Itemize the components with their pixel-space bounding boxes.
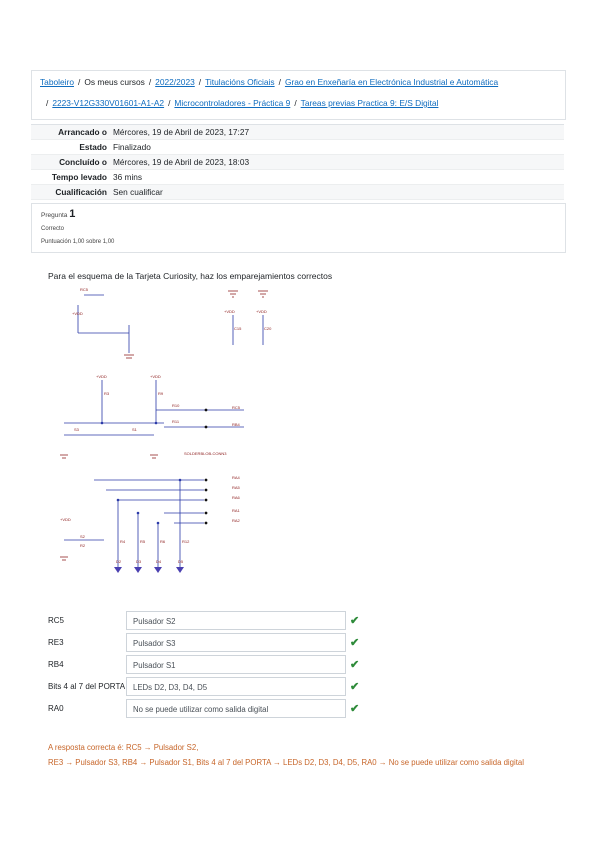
svg-text:RC5: RC5 [80, 287, 89, 292]
svg-text:RA6: RA6 [232, 495, 241, 500]
summary-row: Tempo levado 36 mins [31, 170, 564, 185]
match-select[interactable]: No se puede utilizar como salida digital [126, 699, 346, 718]
svg-text:R9: R9 [158, 391, 164, 396]
match-row: RE3 Pulsador S3 ✔ [44, 632, 364, 654]
svg-text:+VDD: +VDD [60, 517, 71, 522]
question-state: Correcto [41, 226, 65, 232]
correct-answer-feedback: A resposta correcta é: RC5 → Pulsador S2… [48, 740, 568, 770]
match-select[interactable]: Pulsador S2 [126, 611, 346, 630]
svg-text:R6: R6 [160, 539, 166, 544]
summary-value: 36 mins [113, 172, 143, 182]
svg-text:R5: R5 [140, 539, 146, 544]
breadcrumb-item[interactable]: Titulacións Oficiais [205, 77, 275, 87]
svg-text:D5: D5 [178, 559, 184, 564]
check-icon: ✔ [350, 659, 360, 671]
svg-text:+VDD: +VDD [256, 309, 267, 314]
svg-text:C15: C15 [234, 326, 242, 331]
breadcrumb-item[interactable]: Grao en Enxeñaría en Electrónica Industr… [284, 77, 499, 87]
svg-text:D2: D2 [116, 559, 122, 564]
match-label: RA0 [48, 704, 64, 713]
check-icon: ✔ [350, 637, 360, 649]
question-text: Para el esquema de la Tarjeta Curiosity,… [48, 271, 333, 281]
question-number: Pregunta 1 [41, 208, 76, 220]
summary-row: Cualificación Sen cualificar [31, 185, 564, 200]
attempt-summary-table: Arrancado o Mércores, 19 de Abril de 2023… [31, 124, 564, 200]
summary-key: Estado [79, 142, 107, 152]
match-row: RB4 Pulsador S1 ✔ [44, 654, 364, 676]
breadcrumb-item: Os meus cursos [84, 77, 145, 87]
svg-text:RC5: RC5 [232, 405, 241, 410]
summary-key: Tempo levado [51, 172, 107, 182]
svg-text:R2: R2 [80, 543, 86, 548]
curiosity-schematic: RC5 +VDD +VDD +VDD C15 C20 +VDD +VDD R3 … [60, 287, 272, 573]
svg-text:+VDD: +VDD [72, 311, 83, 316]
svg-text:C20: C20 [264, 326, 272, 331]
match-label: Bits 4 al 7 del PORTA [48, 682, 126, 691]
svg-text:+VDD: +VDD [150, 374, 161, 379]
question-grade: Puntuación 1,00 sobre 1,00 [41, 239, 115, 245]
breadcrumb: Taboleiro/Os meus cursos/2022/2023/Titul… [31, 70, 566, 120]
summary-key: Concluído o [59, 157, 107, 167]
summary-key: Cualificación [55, 187, 107, 197]
breadcrumb-item[interactable]: Microcontroladores - Práctica 9 [174, 98, 291, 108]
summary-key: Arrancado o [58, 127, 107, 137]
summary-value: Mércores, 19 de Abril de 2023, 18:03 [113, 157, 250, 167]
svg-text:R10: R10 [172, 403, 180, 408]
svg-text:RA2: RA2 [232, 518, 241, 523]
svg-text:+VDD: +VDD [224, 309, 235, 314]
check-icon: ✔ [350, 615, 360, 627]
svg-text:R4: R4 [120, 539, 126, 544]
breadcrumb-separator: / [148, 77, 152, 87]
breadcrumb-item[interactable]: Tareas previas Practica 9: E/S Digital [300, 98, 439, 108]
match-label: RC5 [48, 616, 65, 625]
breadcrumb-line-2: /2223-V12G330V01601-A1-A2/Microcontrolad… [46, 98, 438, 108]
svg-text:R3: R3 [104, 391, 110, 396]
summary-value: Mércores, 19 de Abril de 2023, 17:27 [113, 127, 250, 137]
feedback-line-1: A resposta correcta é: RC5 → Pulsador S2… [48, 743, 199, 752]
match-label: RE3 [48, 638, 64, 647]
svg-text:R11: R11 [172, 419, 180, 424]
svg-text:D4: D4 [156, 559, 162, 564]
breadcrumb-separator: / [198, 77, 202, 87]
feedback-line-2: RE3 → Pulsador S3, RB4 → Pulsador S1, Bi… [48, 758, 524, 767]
breadcrumb-item[interactable]: 2022/2023 [155, 77, 195, 87]
matching-answers: RC5 Pulsador S2 ✔ RE3 Pulsador S3 ✔ RB4 Pulsado… [44, 610, 364, 720]
match-select[interactable]: LEDs D2, D3, D4, D5 [126, 677, 346, 696]
svg-text:D3: D3 [136, 559, 142, 564]
match-label: RB4 [48, 660, 64, 669]
breadcrumb-item[interactable]: 2223-V12G330V01601-A1-A2 [52, 98, 165, 108]
svg-text:RA1: RA1 [232, 508, 241, 513]
summary-value: Sen cualificar [113, 187, 163, 197]
check-icon: ✔ [350, 681, 360, 693]
svg-text:SOLDERBLOB-CONN3: SOLDERBLOB-CONN3 [184, 451, 227, 456]
svg-text:RB4: RB4 [232, 422, 241, 427]
svg-text:RA5: RA5 [232, 485, 241, 490]
breadcrumb-line-1: Taboleiro/Os meus cursos/2022/2023/Titul… [40, 77, 498, 87]
svg-text:RA4: RA4 [232, 475, 241, 480]
summary-row: Arrancado o Mércores, 19 de Abril de 2023… [31, 125, 564, 140]
breadcrumb-separator: / [294, 98, 297, 108]
match-select[interactable]: Pulsador S3 [126, 633, 346, 652]
breadcrumb-item[interactable]: Taboleiro [40, 77, 74, 87]
svg-text:R12: R12 [182, 539, 190, 544]
svg-text:+VDD: +VDD [96, 374, 107, 379]
breadcrumb-separator: / [278, 77, 281, 87]
breadcrumb-separator: / [78, 77, 81, 87]
breadcrumb-separator: / [168, 98, 171, 108]
breadcrumb-separator: / [46, 98, 49, 108]
match-row: RA0 No se puede utilizar como salida digi… [44, 698, 364, 720]
summary-value: Finalizado [113, 142, 151, 152]
check-icon: ✔ [350, 703, 360, 715]
summary-row: Concluído o Mércores, 19 de Abril de 2023… [31, 155, 564, 170]
match-row: RC5 Pulsador S2 ✔ [44, 610, 364, 632]
question-info-box: Pregunta 1 Correcto Puntuación 1,00 sobr… [31, 203, 566, 253]
svg-text:S3: S3 [74, 427, 80, 432]
svg-text:S1: S1 [132, 427, 138, 432]
summary-row: Estado Finalizado [31, 140, 564, 155]
svg-text:S2: S2 [80, 534, 86, 539]
match-select[interactable]: Pulsador S1 [126, 655, 346, 674]
